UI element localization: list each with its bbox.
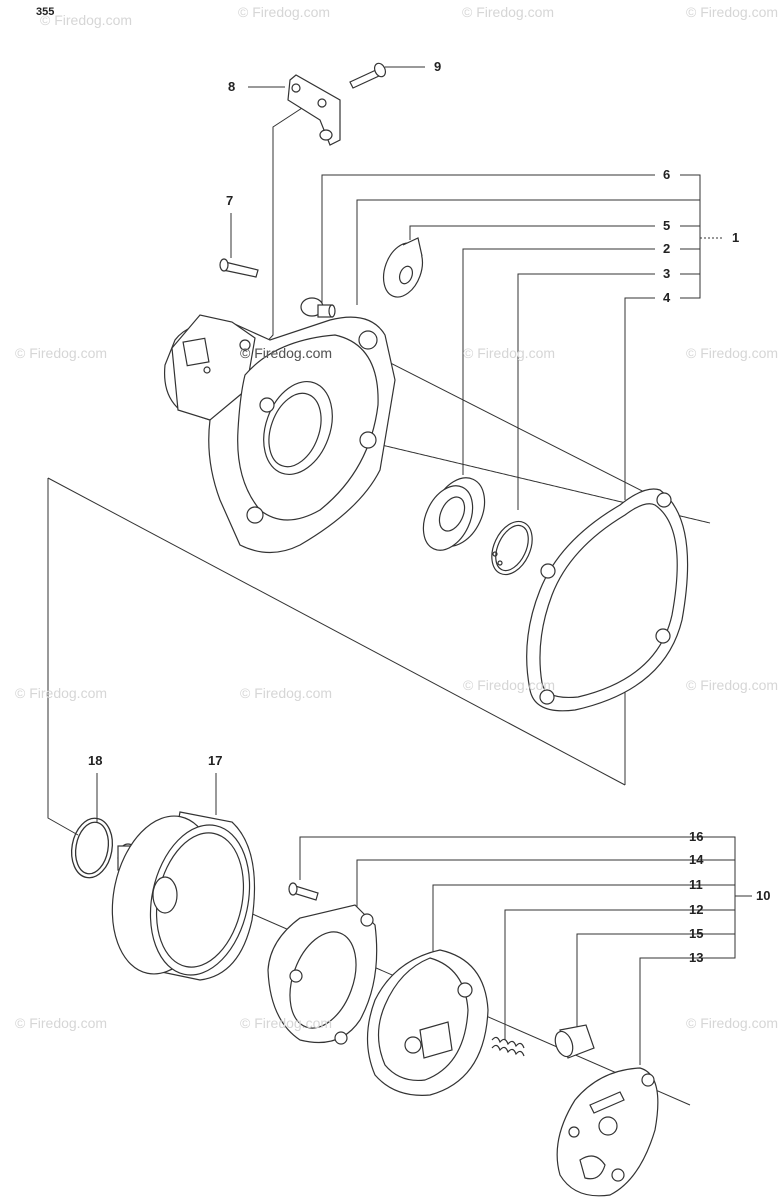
watermark: © Firedog.com (463, 677, 556, 693)
watermark: © Firedog.com (238, 4, 331, 20)
watermark: © Firedog.com (15, 685, 108, 701)
watermark: © Firedog.com (686, 4, 778, 20)
watermark: © Firedog.com (686, 345, 778, 361)
callout-7: 7 (226, 193, 234, 208)
watermark: © Firedog.com (240, 345, 333, 361)
callout-9: 9 (434, 59, 442, 74)
callout-18: 18 (88, 753, 103, 768)
callout-17: 17 (208, 753, 223, 768)
callout-8: 8 (228, 79, 236, 94)
watermark: © Firedog.com (15, 1015, 108, 1031)
callout-13: 13 (689, 950, 704, 965)
clutch-drum-icon (111, 811, 256, 981)
watermark: © Firedog.com (40, 12, 133, 28)
washer-icon (382, 237, 424, 298)
callout-4: 4 (663, 290, 671, 305)
clutch-plate-icon (267, 904, 378, 1045)
watermark: © Firedog.com (463, 345, 556, 361)
stud-icon (300, 297, 336, 318)
watermark: © Firedog.com (240, 685, 333, 701)
callout-15: 15 (689, 926, 704, 941)
callout-5: 5 (663, 218, 671, 233)
bolt-icon (219, 258, 259, 278)
callout-6: 6 (663, 167, 671, 182)
bushing-icon (554, 1024, 595, 1059)
callout-3: 3 (663, 266, 671, 281)
seal-icon (422, 477, 486, 551)
screw-icon (349, 62, 387, 89)
clutch-shoe-icon (366, 949, 489, 1096)
watermark: © Firedog.com (15, 345, 108, 361)
bracket-icon (287, 74, 341, 146)
callout-1: 1 (732, 230, 740, 245)
watermark: © Firedog.com (240, 1015, 333, 1031)
spring-icon (491, 1036, 525, 1057)
gasket-icon (526, 488, 689, 712)
watermark-dark: © Firedog.com (240, 345, 333, 361)
cover-plate-icon (556, 1067, 659, 1197)
circlip-icon (491, 520, 533, 576)
callout-11: 11 (689, 877, 703, 892)
snap-ring-icon (70, 817, 114, 879)
watermark: © Firedog.com (686, 1015, 778, 1031)
callout-16: 16 (689, 829, 704, 844)
callout-12: 12 (689, 902, 704, 917)
callout-10: 10 (756, 888, 771, 903)
callout-2: 2 (663, 241, 671, 256)
watermark: © Firedog.com (462, 4, 555, 20)
gear-housing-icon (163, 314, 396, 554)
page-number: 355 (36, 6, 55, 18)
callout-14: 14 (689, 852, 704, 867)
bolt-icon (288, 882, 319, 901)
watermark: © Firedog.com (686, 677, 778, 693)
